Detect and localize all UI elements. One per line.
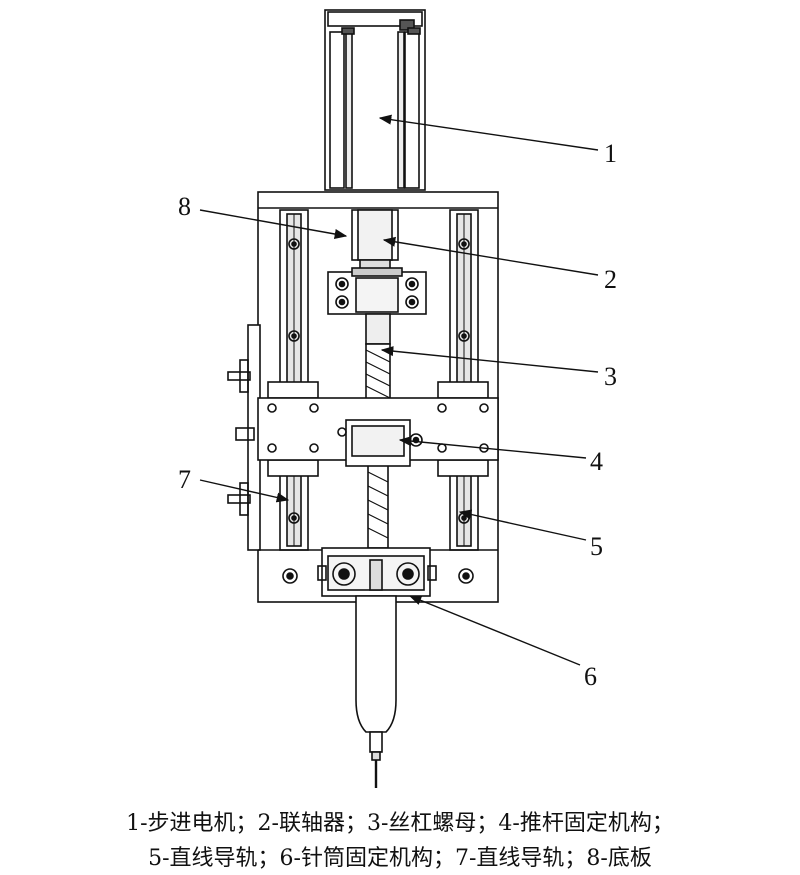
callout-3: 3 xyxy=(604,362,617,391)
callout-8: 8 xyxy=(178,192,191,221)
caption-line-1: 1-步进电机；2-联轴器；3-丝杠螺母；4-推杆固定机构； xyxy=(126,811,674,836)
mechanism-diagram: 1 2 3 4 5 6 7 8 xyxy=(178,9,617,788)
callout-6: 6 xyxy=(584,662,597,691)
push-rod-fixing-mechanism xyxy=(337,419,423,467)
leader-lines xyxy=(199,114,599,666)
caption-line-2: 5-直线导轨；6-针筒固定机构；7-直线导轨；8-底板 xyxy=(148,846,652,871)
callout-2: 2 xyxy=(604,265,617,294)
stepper-motor xyxy=(324,9,426,191)
right-linear-rail xyxy=(449,209,479,551)
callout-7: 7 xyxy=(178,465,191,494)
coupling xyxy=(351,209,399,271)
callout-1: 1 xyxy=(604,139,617,168)
syringe-fixing-mechanism xyxy=(317,547,437,597)
callout-5: 5 xyxy=(590,532,603,561)
callout-4: 4 xyxy=(590,447,603,476)
bearing-block xyxy=(327,267,427,315)
syringe xyxy=(355,595,397,788)
rail-sliders xyxy=(267,381,489,477)
